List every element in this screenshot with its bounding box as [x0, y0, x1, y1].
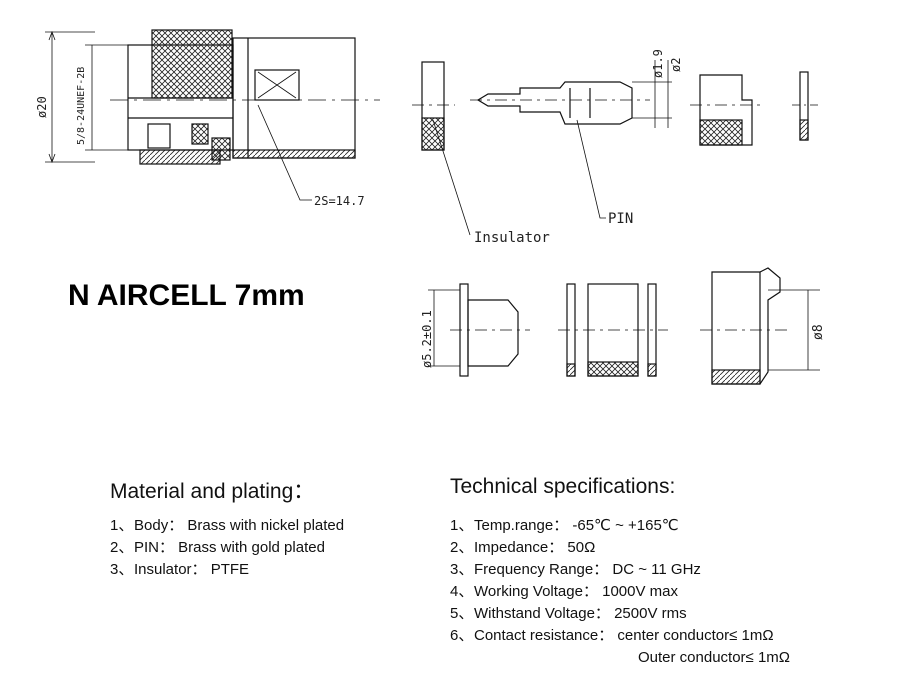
connector-assembly-drawing [45, 29, 380, 201]
specs-heading: Technical specifications: [450, 475, 676, 498]
materials-list: 1、Body： Brass with nickel plated 2、PIN： … [110, 515, 344, 581]
list-item: 6、Contact resistance： center conductor≤ … [450, 627, 774, 644]
specs-list: 1、Temp.range： -65℃ ~ +165℃ 2、Impedance： … [450, 515, 790, 669]
exploded-parts-top [412, 60, 820, 236]
dim-pin-2: ø2 [669, 58, 683, 72]
technical-drawing: ø20 5/8-24UNEF-2B 2S=14.7 ø1.9 ø2 Insula… [35, 29, 826, 385]
label-insulator: Insulator [474, 230, 550, 246]
dim-dia-20: ø20 [35, 96, 49, 118]
dim-pin-1-9: ø1.9 [651, 49, 665, 78]
list-item: 2、Impedance： 50Ω [450, 539, 596, 556]
list-item: 1、Temp.range： -65℃ ~ +165℃ [450, 517, 679, 534]
product-title: N AIRCELL 7mm [68, 279, 305, 312]
dim-thread: 5/8-24UNEF-2B [76, 67, 87, 145]
list-item: 3、Frequency Range： DC ~ 11 GHz [450, 561, 701, 578]
dim-dia-5-2: ø5.2±0.1 [420, 310, 434, 368]
list-item: 5、Withstand Voltage： 2500V rms [450, 605, 687, 622]
materials-heading: Material and plating： [110, 480, 315, 503]
dim-dia-8: ø8 [811, 324, 826, 340]
list-item: 2、PIN： Brass with gold plated [110, 539, 325, 556]
list-item-continuation: Outer conductor≤ 1mΩ [638, 649, 791, 666]
label-pin: PIN [608, 211, 633, 227]
list-item: 3、Insulator： PTFE [110, 561, 250, 578]
list-item: 4、Working Voltage： 1000V max [450, 583, 679, 600]
dim-wrench: 2S=14.7 [314, 194, 365, 208]
exploded-parts-bottom [428, 267, 820, 385]
list-item: 1、Body： Brass with nickel plated [110, 517, 345, 534]
